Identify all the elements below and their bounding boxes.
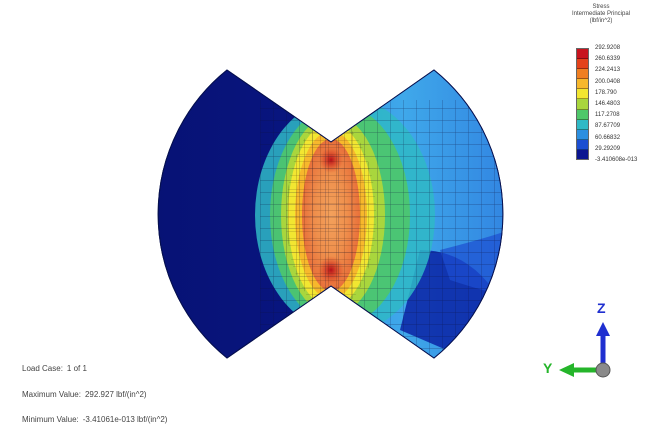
y-axis-label: Y (543, 360, 553, 376)
legend-value: 200.0408 (595, 78, 621, 85)
legend-color-segment (577, 109, 588, 120)
legend-color-segment (577, 59, 588, 70)
legend-title: Stress Intermediate Principal (lbf/in^2) (556, 4, 646, 25)
load-case-label: Load Case: (22, 364, 63, 373)
legend-value: 178.790 (595, 89, 617, 96)
z-axis-label: Z (597, 300, 606, 316)
legend-color-segment (577, 129, 588, 140)
legend-color-segment (577, 89, 588, 100)
legend-values: 292.9208 260.6339 224.2413 200.0408 178.… (595, 45, 637, 163)
legend-color-segment (577, 119, 588, 130)
legend-value: 117.2708 (595, 112, 620, 119)
legend-title-line: (lbf/in^2) (589, 18, 613, 24)
triad-origin (595, 362, 611, 378)
legend-color-segment (577, 99, 588, 110)
maximum-value-label: Maximum Value: (22, 390, 81, 399)
load-case-value: 1 of 1 (66, 364, 87, 373)
legend-color-segment (577, 79, 588, 90)
maximum-value-info: Maximum Value:292.927 lbf/(in^2) (22, 390, 147, 399)
load-case-info: Load Case:1 of 1 (22, 364, 87, 373)
legend-value: 29.29209 (595, 145, 621, 152)
legend-value: 224.2413 (595, 67, 621, 74)
legend-color-segment (577, 69, 588, 80)
legend-value: 60.66832 (595, 134, 621, 141)
minimum-value: -3.41061e-013 lbf/(in^2) (82, 415, 168, 424)
legend-value: 146.4803 (595, 100, 621, 107)
minimum-value-label: Minimum Value: (22, 415, 79, 424)
legend-title-line: Stress (592, 4, 610, 10)
legend-color-segment (577, 149, 588, 160)
axis-triad[interactable] (559, 322, 611, 378)
legend-color-segment (577, 139, 588, 150)
maximum-value: 292.927 lbf/(in^2) (84, 390, 147, 399)
legend-value: 87.67709 (595, 123, 621, 130)
legend-color-bar (576, 48, 589, 160)
stress-contour-plot (157, 69, 504, 359)
minimum-value-info: Minimum Value:-3.41061e-013 lbf/(in^2) (22, 415, 167, 424)
legend-value: 292.9208 (595, 45, 621, 51)
legend-value: -3.410608e-013 (595, 156, 638, 163)
legend-title-line: Intermediate Principal (571, 11, 631, 17)
y-axis-arrowhead (559, 363, 574, 377)
z-axis-arrowhead (596, 322, 610, 336)
legend-color-segment (577, 49, 588, 60)
legend-value: 260.6339 (595, 56, 621, 63)
